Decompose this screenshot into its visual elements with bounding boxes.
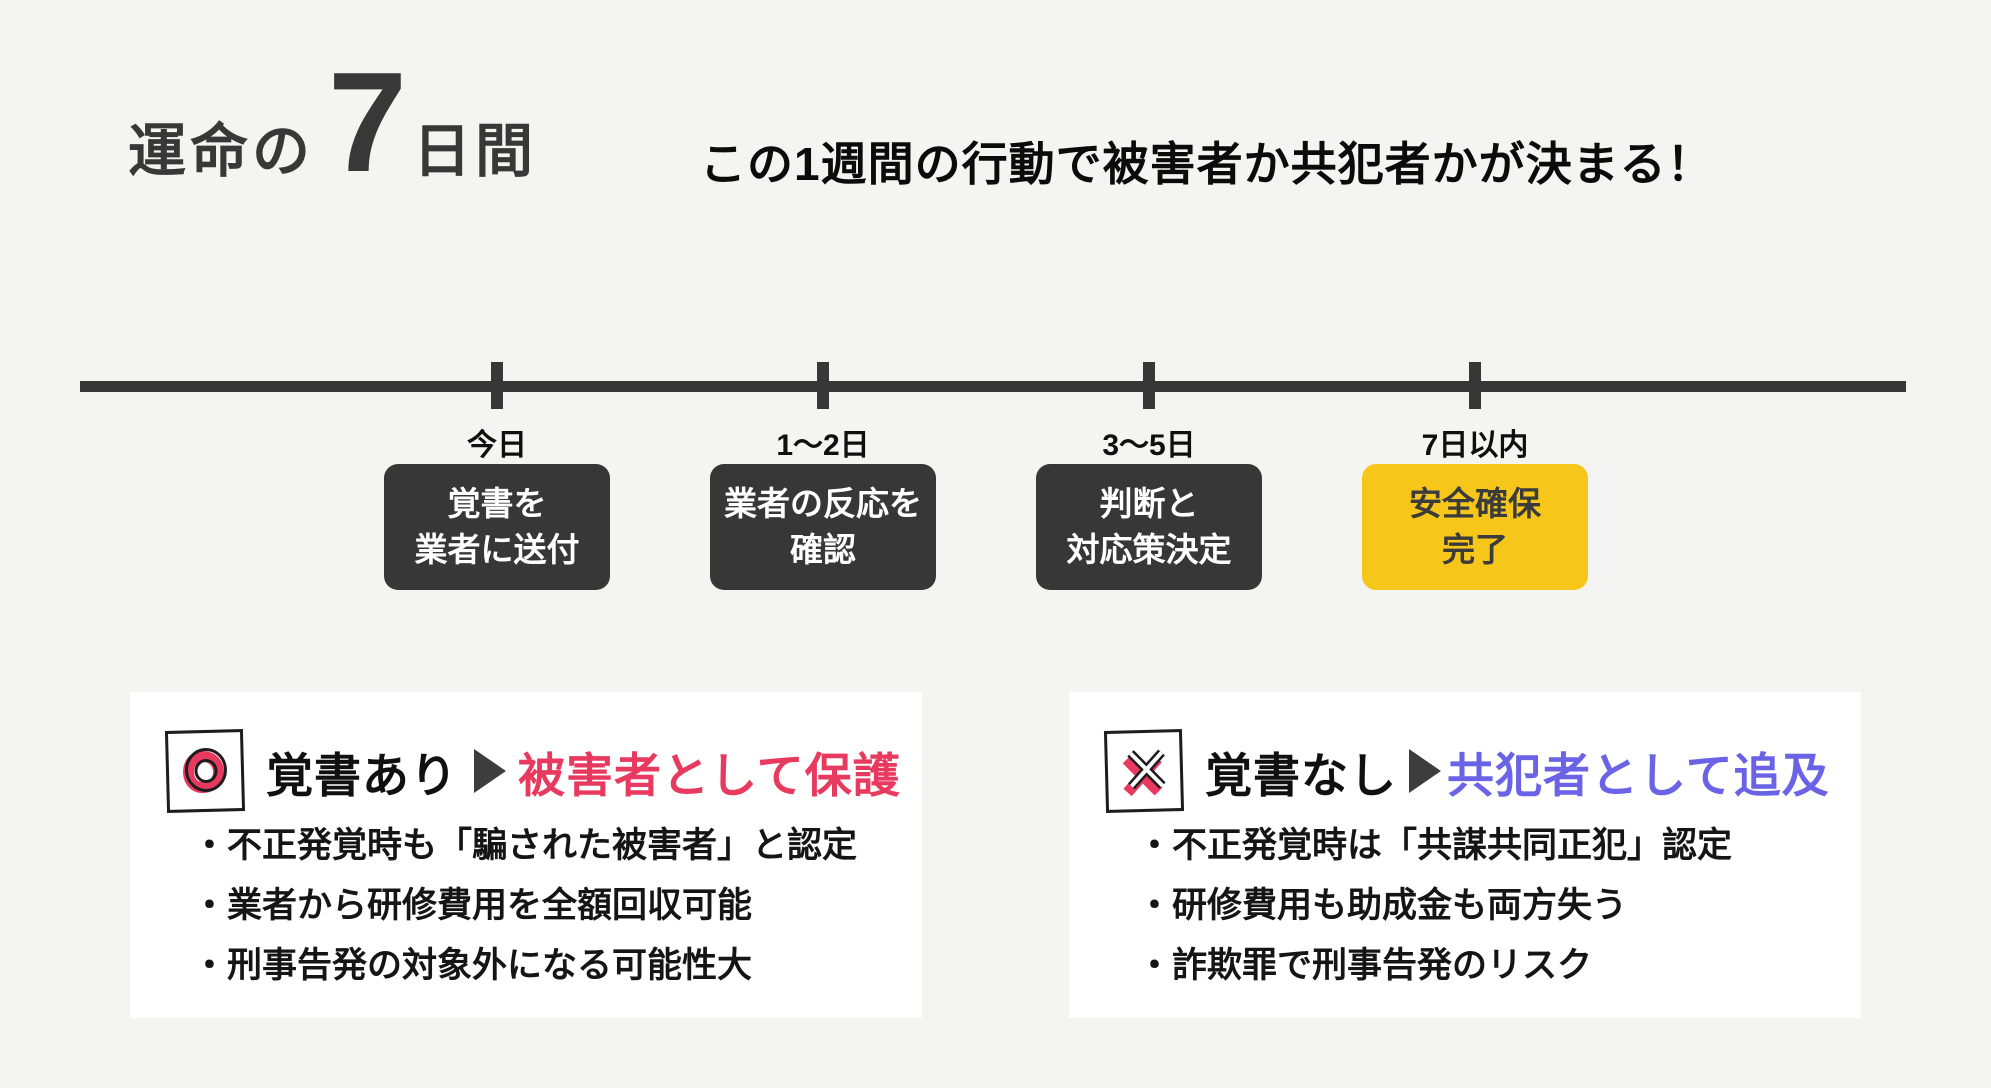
timeline-tick-1 — [491, 362, 503, 409]
bullet-item: ・研修費用も助成金も両方失う — [1137, 886, 1628, 925]
step-line: 業者に送付 — [414, 531, 580, 568]
timeline-line — [80, 381, 1906, 392]
bullet-item: ・業者から研修費用を全額回収可能 — [192, 886, 753, 925]
step-line: 安全確保 — [1409, 485, 1541, 522]
step-line: 対応策決定 — [1066, 531, 1232, 568]
timeline-tick-2 — [817, 362, 829, 409]
arrow-right-icon — [1409, 749, 1441, 793]
card-with-memo: 覚書あり 被害者として保護 ・不正発覚時も「騙された被害者」と認定 ・業者から研… — [130, 692, 922, 1018]
timeline-label-1-2: 1〜2日 — [776, 429, 870, 462]
step-line: 判断と — [1099, 485, 1199, 522]
card-with-memo-title: 覚書あり — [266, 748, 458, 802]
step-line: 完了 — [1442, 531, 1508, 568]
title-prefix: 運命の — [128, 119, 315, 184]
card-without-memo-bullets: ・不正発覚時は「共謀共同正犯」認定 ・研修費用も助成金も両方失う ・詐欺罪で刑事… — [1137, 816, 1732, 996]
bullet-item: ・不正発覚時は「共謀共同正犯」認定 — [1137, 826, 1733, 865]
title-suffix: 日間 — [413, 119, 538, 184]
title-number-7: 7 — [328, 43, 407, 202]
card-without-memo-title: 覚書なし — [1205, 748, 1397, 802]
step-box-send-memo: 覚書を 業者に送付 — [384, 464, 610, 590]
step-line: 業者の反応を — [724, 485, 922, 522]
step-box-safety-complete: 安全確保 完了 — [1362, 464, 1588, 590]
timeline-label-today: 今日 — [467, 429, 527, 462]
card-with-memo-header: 覚書あり 被害者として保護 — [164, 728, 901, 814]
card-without-memo-result: 共犯者として追及 — [1447, 748, 1830, 802]
maru-circle-stamp-icon — [164, 728, 246, 814]
timeline-label-3-5: 3〜5日 — [1102, 429, 1196, 462]
timeline-tick-4 — [1469, 362, 1481, 409]
step-box-check-response: 業者の反応を 確認 — [710, 464, 936, 590]
bullet-item: ・不正発覚時も「騙された被害者」と認定 — [192, 826, 858, 865]
timeline-label-within7: 7日以内 — [1421, 429, 1529, 462]
bullet-item: ・詐欺罪で刑事告発のリスク — [1137, 946, 1593, 985]
timeline-tick-3 — [1143, 362, 1155, 409]
card-without-memo-header: 覚書なし 共犯者として追及 — [1103, 728, 1830, 814]
card-with-memo-bullets: ・不正発覚時も「騙された被害者」と認定 ・業者から研修費用を全額回収可能 ・刑事… — [192, 816, 857, 996]
card-with-memo-result: 被害者として保護 — [518, 748, 901, 802]
card-without-memo: 覚書なし 共犯者として追及 ・不正発覚時は「共謀共同正犯」認定 ・研修費用も助成… — [1069, 692, 1861, 1018]
step-line: 覚書を — [447, 485, 547, 522]
arrow-right-icon — [474, 749, 506, 793]
batsu-x-stamp-icon — [1103, 728, 1185, 814]
page-title: 運命の 7 日間 — [128, 52, 537, 194]
bullet-item: ・刑事告発の対象外になる可能性大 — [192, 946, 753, 985]
step-line: 確認 — [790, 531, 856, 568]
headline: この1週間の行動で被害者か共犯者かが決まる！ — [700, 138, 1714, 190]
step-box-decide: 判断と 対応策決定 — [1036, 464, 1262, 590]
